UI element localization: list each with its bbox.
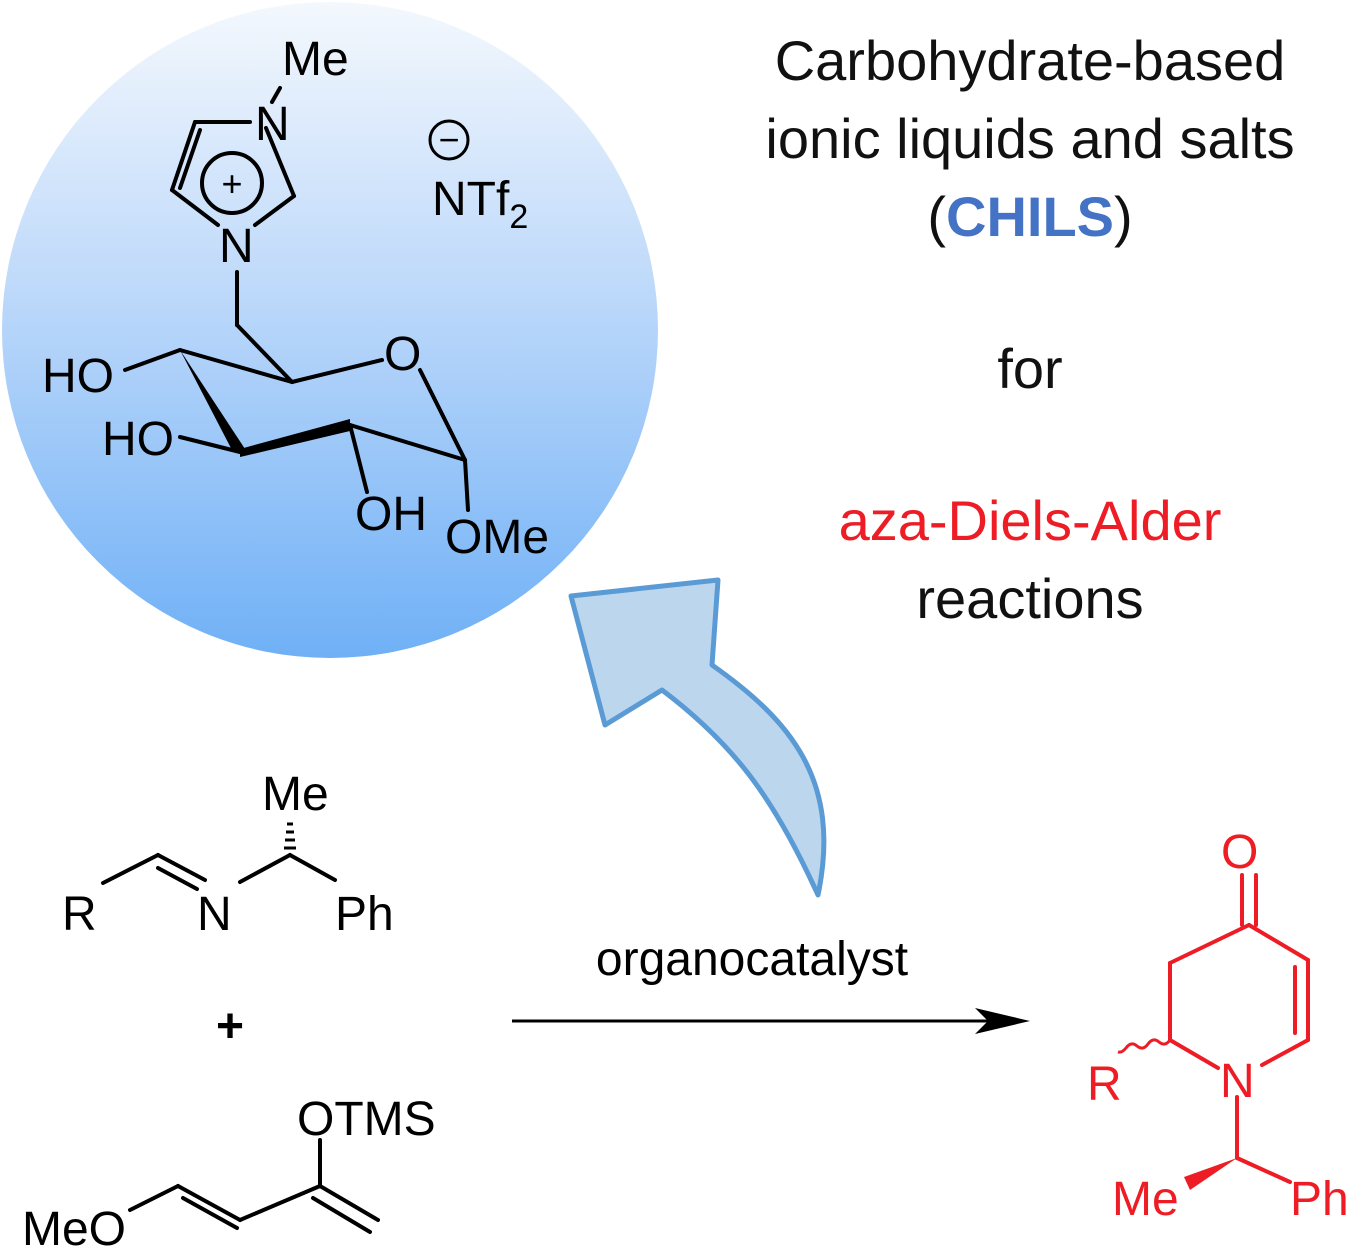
minus-charge-label: −	[438, 119, 459, 160]
arrow-catalyst-label: organocatalyst	[596, 933, 908, 986]
anion-subscript: 2	[509, 198, 528, 236]
imine-n-label: N	[197, 888, 232, 941]
imine-phenyl-label: Ph	[335, 888, 394, 941]
product-methyl-label: Me	[1112, 1173, 1179, 1226]
product-r-label: R	[1087, 1058, 1122, 1111]
heading-line-1: Carbohydrate-based	[774, 29, 1286, 92]
hashed-wedge-bond	[284, 822, 296, 850]
diene-otms-label: OTMS	[297, 1093, 436, 1146]
product-wedge-bond	[1184, 1158, 1237, 1190]
heading-for: for	[997, 337, 1063, 400]
imidazolium-n3-label: N	[219, 220, 254, 273]
wavy-bond	[1117, 1038, 1172, 1054]
imine-r-label: R	[62, 888, 97, 941]
ring-oxygen-label: O	[384, 328, 421, 381]
hydroxyl-label-3: OH	[355, 488, 427, 541]
product-structure	[1168, 873, 1310, 1184]
reactant-plus-sign: +	[216, 1000, 244, 1053]
product-n-label: N	[1220, 1055, 1255, 1108]
hydroxyl-label-2: HO	[102, 413, 174, 466]
imine-structure	[101, 853, 337, 891]
wedge-bond-left	[180, 350, 247, 452]
heading-reaction-name: aza-Diels-Alder	[838, 489, 1222, 552]
catalyst-background-circle	[2, 2, 658, 658]
diene-structure	[128, 1138, 380, 1234]
plus-charge-label: +	[221, 163, 242, 204]
imidazolium-n1-label: N	[255, 98, 290, 151]
chils-acronym: CHILS	[946, 185, 1114, 248]
catalyst-structure	[123, 86, 470, 512]
heading-reactions: reactions	[916, 567, 1144, 630]
hydroxyl-label-1: HO	[42, 350, 114, 403]
paren-close: )	[1114, 185, 1133, 248]
wedge-bond-bottom	[240, 419, 350, 457]
methoxy-label: OMe	[445, 511, 549, 564]
anion-label: NTf2	[432, 173, 528, 236]
product-ketone-o-label: O	[1221, 826, 1258, 879]
paren-open: (	[927, 185, 946, 248]
n-methyl-label: Me	[282, 33, 349, 86]
reaction-arrow-head	[975, 1008, 1030, 1034]
anionic-charge-circle	[428, 119, 470, 161]
heading-line-2: ionic liquids and salts	[765, 107, 1295, 170]
diene-meo-label: MeO	[22, 1203, 126, 1256]
cationic-charge-circle	[200, 151, 264, 215]
imine-methyl-label: Me	[262, 768, 329, 821]
curved-feedback-arrow	[568, 577, 827, 898]
product-phenyl-label: Ph	[1290, 1173, 1349, 1226]
heading-line-3: (CHILS)	[700, 178, 1360, 256]
